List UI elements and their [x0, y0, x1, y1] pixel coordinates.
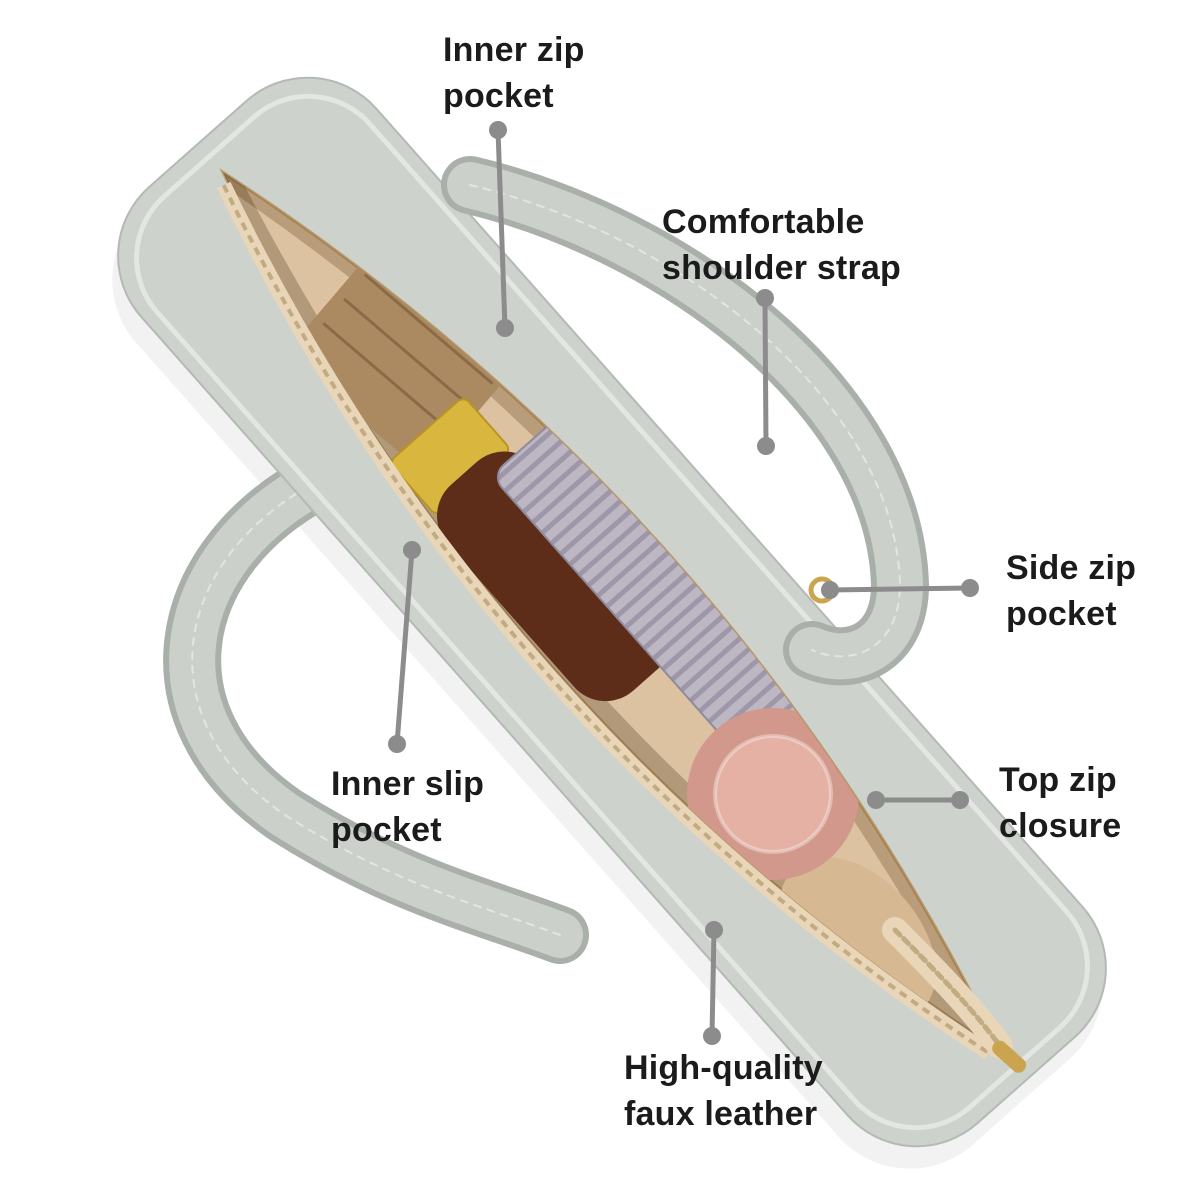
callout-label-line: faux leather [624, 1094, 818, 1133]
callout-inner-slip-pocket: Inner slip pocket [331, 762, 484, 853]
callout-connector-side-zip-pocket [821, 579, 979, 599]
callout-comfortable-shoulder-strap: Comfortable shoulder strap [662, 200, 901, 291]
zipper-track [216, 181, 993, 1060]
callout-label-line: shoulder strap [662, 248, 901, 287]
callout-connector-high-quality-faux-leather [703, 921, 723, 1045]
callout-top-zip-closure: Top zip closure [999, 758, 1121, 849]
tumbler [687, 707, 860, 880]
callout-label-line: Inner zip [443, 31, 585, 69]
callout-label-line: pocket [331, 810, 442, 849]
leather-pouch [437, 451, 674, 702]
callout-inner-zip-pocket: Inner zip pocket [443, 28, 585, 119]
callout-label-line: Inner slip [331, 765, 485, 803]
callout-connector-inner-zip-pocket [489, 121, 514, 337]
callout-high-quality-faux-leather: High-quality faux leather [624, 1046, 823, 1137]
right-strap [441, 156, 930, 686]
callout-side-zip-pocket: Side zip pocket [1006, 546, 1136, 637]
left-strap [163, 451, 589, 964]
callout-label-line: pocket [443, 76, 554, 115]
callout-connector-inner-slip-pocket [388, 541, 421, 753]
zipper-pull [992, 1040, 1027, 1073]
callout-label-line: closure [999, 806, 1122, 845]
zipper-tail [882, 917, 1013, 1059]
callout-label-line: Comfortable [662, 203, 865, 241]
callout-connector-comfortable-shoulder-strap [756, 289, 775, 455]
callout-label-line: Side zip [1006, 549, 1137, 587]
callout-connector-top-zip-closure [867, 791, 969, 809]
callout-connectors [388, 121, 979, 1045]
callout-label-line: Top zip [999, 761, 1117, 799]
callout-label-line: pocket [1006, 594, 1117, 633]
callout-label-line: High-quality [624, 1049, 823, 1087]
